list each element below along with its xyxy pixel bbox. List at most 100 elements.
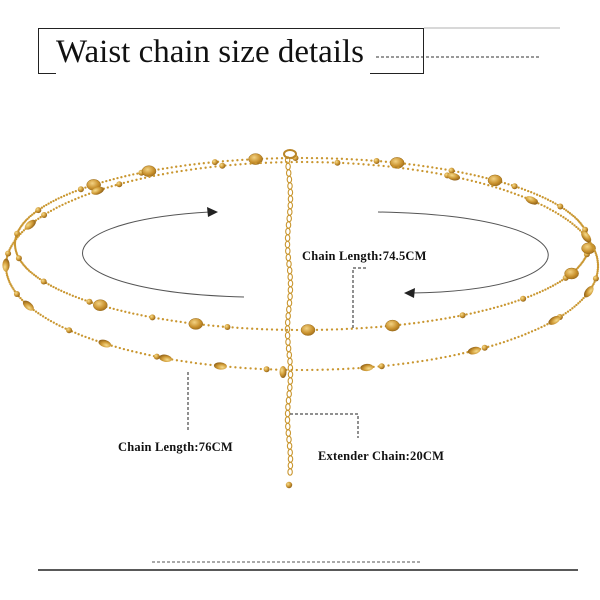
chain-link — [355, 327, 358, 330]
chain-length-outer-label: Chain Length:76CM — [118, 440, 233, 454]
chain-link — [335, 157, 339, 160]
chain-link — [593, 250, 597, 253]
chain-link — [477, 310, 480, 313]
chain-link — [189, 168, 193, 171]
chain-link — [246, 158, 249, 161]
chain-link — [184, 164, 187, 167]
chain-link — [108, 306, 112, 310]
chain-link — [510, 338, 513, 341]
round-bead — [334, 159, 341, 166]
chain-link — [300, 156, 304, 160]
oval-bead — [159, 354, 172, 363]
chain-link — [564, 312, 567, 315]
chain-link — [52, 321, 55, 324]
chain-link — [325, 328, 329, 331]
extender-link — [285, 344, 292, 353]
chain-link — [541, 196, 544, 199]
chain-link — [131, 179, 134, 182]
chain-link — [280, 328, 284, 331]
extender-link — [285, 403, 291, 411]
chain-link — [185, 360, 188, 363]
round-bead — [77, 186, 84, 193]
chain-link — [275, 161, 278, 164]
chain-length-inner-label: Chain Length:74.5CM — [302, 249, 427, 263]
chain-link — [295, 328, 299, 332]
chain-link — [20, 230, 24, 234]
chain-link — [510, 301, 514, 304]
chain-link — [101, 180, 104, 184]
chain-link — [345, 157, 349, 161]
chain-link — [280, 161, 283, 164]
extender-chain — [279, 156, 294, 489]
round-bead — [224, 324, 231, 330]
outer-chain — [2, 159, 600, 373]
round-bead — [520, 295, 527, 302]
chain-link — [9, 246, 12, 250]
chain-link — [234, 163, 237, 166]
round-bead — [116, 181, 123, 188]
round-bead — [211, 159, 218, 166]
chain-link — [514, 300, 517, 303]
chain-link — [387, 364, 390, 367]
chain-link — [310, 156, 314, 160]
chain-link — [554, 202, 557, 205]
chain-link — [513, 337, 517, 340]
round-bead — [219, 162, 226, 169]
chain-link — [65, 292, 69, 295]
chain-link — [491, 344, 494, 347]
chain-link — [106, 186, 109, 189]
chain-link — [244, 162, 247, 166]
chain-link — [80, 298, 84, 301]
chain-link — [254, 162, 257, 165]
chain-link — [226, 159, 229, 163]
extender-link — [285, 162, 291, 171]
chain-link — [170, 166, 173, 169]
chain-link — [188, 163, 192, 166]
chain-link — [39, 313, 42, 316]
chain-link — [275, 157, 279, 160]
chain-link — [530, 330, 534, 333]
chain-link — [473, 311, 476, 314]
chain-link — [573, 216, 577, 219]
chain-link — [377, 164, 380, 167]
chain-link — [448, 316, 451, 319]
extender-link — [286, 175, 293, 184]
chain-link — [13, 239, 16, 242]
chain-link — [110, 344, 113, 347]
chain-link — [384, 160, 388, 163]
chain-link — [573, 305, 576, 308]
chain-link — [569, 308, 572, 312]
chain-link — [448, 354, 452, 358]
chain-link — [49, 209, 53, 213]
chain-link — [80, 334, 84, 337]
chain-link — [534, 328, 537, 332]
chain-link — [22, 222, 25, 225]
extender-link — [287, 377, 294, 385]
disc-charm — [248, 153, 263, 165]
chain-link — [7, 279, 11, 282]
chain-link — [110, 185, 113, 188]
chain-link — [148, 353, 151, 357]
chain-link — [255, 327, 259, 331]
chain-link — [481, 176, 484, 179]
chain-link — [569, 220, 572, 224]
chain-link — [246, 327, 249, 330]
chain-link — [285, 328, 289, 332]
chain-link — [229, 163, 232, 167]
chain-link — [249, 367, 252, 370]
round-bead — [15, 255, 22, 262]
extender-link — [286, 351, 293, 359]
chain-link — [457, 353, 461, 356]
chain-link — [34, 310, 38, 313]
rotation-arrow-right-icon — [377, 211, 549, 294]
chain-link — [575, 217, 578, 221]
chain-link — [221, 160, 225, 163]
chain-link — [430, 358, 433, 361]
chain-link — [61, 325, 64, 329]
rotation-arrow-left-head — [207, 207, 218, 217]
leader-line-inner — [352, 267, 368, 328]
chain-link — [575, 303, 578, 307]
extender-link — [287, 455, 294, 463]
chain-link — [544, 288, 547, 291]
